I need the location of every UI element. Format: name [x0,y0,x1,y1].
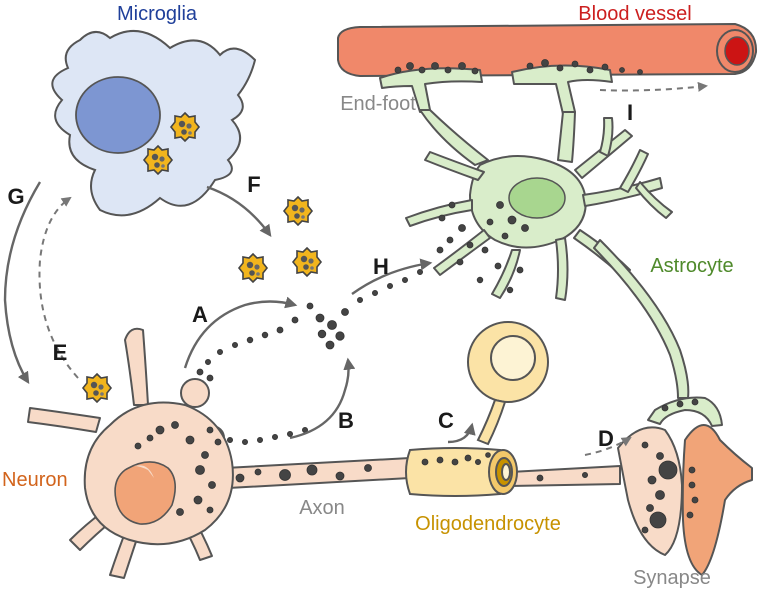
letter-f: F [247,172,260,197]
label-end-foot: End-foot [340,93,416,115]
synapse [509,424,753,576]
letter-c: C [438,408,454,433]
arrow-h [351,258,433,295]
label-blood-vessel: Blood vessel [578,3,691,25]
letter-d: D [598,426,614,451]
arrow-d [584,436,632,456]
astrocyte [379,64,723,427]
letter-g: G [7,184,24,209]
arrow-b [289,357,356,440]
arrow-g [3,181,42,385]
arrow-f [206,185,272,237]
label-astrocyte: Astrocyte [650,255,733,277]
neuron [27,327,411,579]
letter-a: A [192,302,208,327]
aggregate-dots [134,59,699,534]
labels: Microglia Blood vessel End-foot Astrocyt… [2,3,734,589]
label-microglia: Microglia [117,3,198,25]
microglia [51,30,257,217]
letter-b: B [338,408,354,433]
arrow-i [599,81,708,92]
label-synapse: Synapse [633,567,711,589]
oligodendrocyte [405,321,549,497]
arrow-c [447,422,476,444]
label-neuron: Neuron [2,469,68,491]
arrows [3,81,708,456]
arrow-e [38,196,79,379]
letter-i: I [627,100,633,125]
letter-e: E [53,340,68,365]
label-oligodendrocyte: Oligodendrocyte [415,513,561,535]
arrow-a [183,296,298,369]
letter-h: H [373,254,389,279]
label-axon: Axon [299,497,345,519]
blood-vessel [337,22,758,78]
